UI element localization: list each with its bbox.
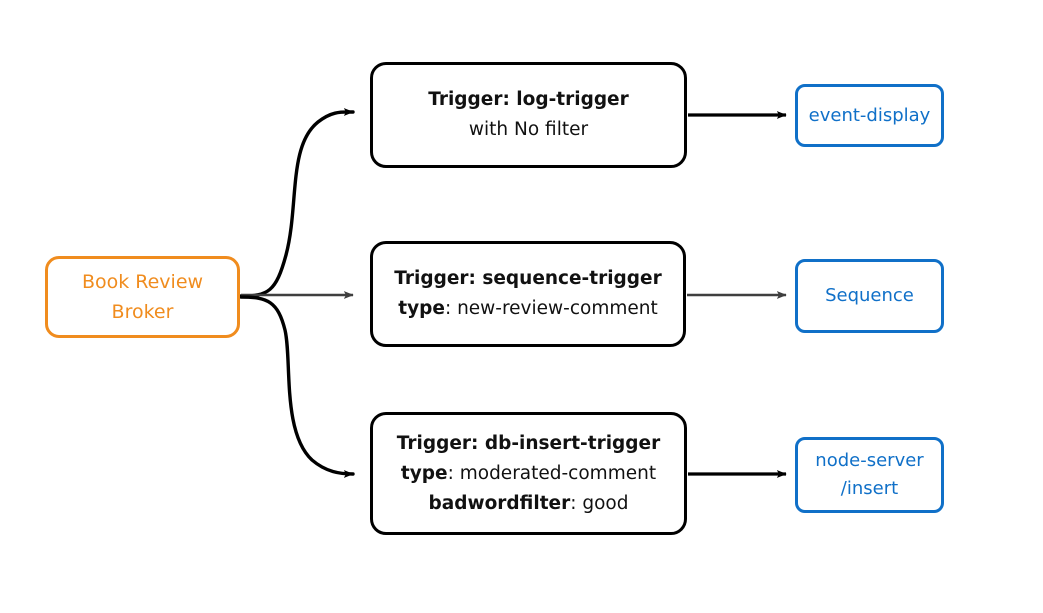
broker-label-line2: Broker bbox=[111, 301, 174, 323]
sequence-label: Sequence bbox=[825, 285, 914, 306]
db-insert-trigger-title: Trigger: db-insert-trigger bbox=[396, 432, 661, 454]
db-insert-trigger-type: type: moderated-comment bbox=[401, 459, 656, 489]
db-insert-trigger-type-key: type bbox=[400, 462, 448, 484]
node-trigger-sequence-trigger[interactable]: Trigger: sequence-trigger type: new-revi… bbox=[370, 241, 686, 347]
db-insert-trigger-type-value: : moderated-comment bbox=[447, 462, 657, 484]
edge-broker-to-log-trigger bbox=[239, 107, 355, 298]
node-trigger-db-insert-trigger[interactable]: Trigger: db-insert-trigger type: moderat… bbox=[370, 412, 687, 535]
sequence-trigger-title: Trigger: sequence-trigger bbox=[394, 268, 662, 289]
node-server-label-line1: node-server bbox=[815, 450, 924, 471]
log-trigger-filter-value: with No filter bbox=[468, 119, 589, 140]
event-display-label: event-display bbox=[808, 104, 931, 126]
edge-broker-to-db-insert-trigger bbox=[239, 295, 355, 478]
node-book-review-broker[interactable]: Book Review Broker bbox=[45, 256, 240, 338]
node-trigger-log-trigger[interactable]: Trigger: log-trigger with No filter bbox=[370, 62, 687, 168]
sequence-trigger-type-key: type bbox=[398, 298, 445, 319]
node-sink-event-display[interactable]: event-display bbox=[795, 84, 944, 147]
node-sink-sequence[interactable]: Sequence bbox=[795, 259, 944, 333]
sequence-trigger-type: type: new-review-comment bbox=[398, 294, 657, 324]
sequence-trigger-type-value: : new-review-comment bbox=[444, 298, 658, 319]
db-insert-trigger-badwordfilter-value: : good bbox=[570, 492, 629, 514]
broker-label-line1: Book Review bbox=[81, 271, 204, 293]
node-server-label-line2: /insert bbox=[840, 478, 899, 499]
log-trigger-title: Trigger: log-trigger bbox=[428, 89, 629, 110]
node-sink-node-server-insert[interactable]: node-server /insert bbox=[795, 437, 944, 513]
log-trigger-filter: with No filter bbox=[469, 115, 588, 145]
db-insert-trigger-badwordfilter: badwordfilter: good bbox=[429, 489, 629, 519]
db-insert-trigger-badwordfilter-key: badwordfilter bbox=[428, 492, 571, 514]
